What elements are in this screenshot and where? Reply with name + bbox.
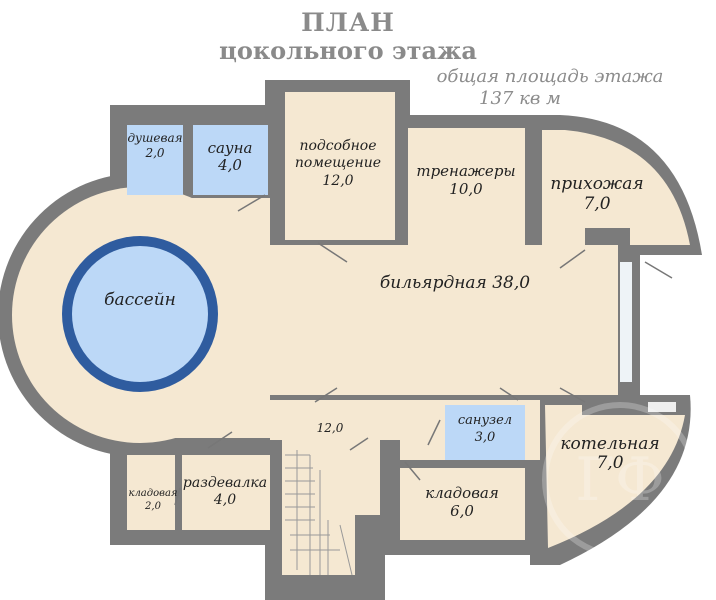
wc-area: 3,0 (475, 430, 496, 445)
gym-name: тренажеры (416, 162, 515, 180)
boiler-name: котельная (560, 434, 659, 454)
sauna-area: 4,0 (217, 156, 242, 174)
pool: бассейн (62, 236, 218, 392)
corridor-area: 12,0 (317, 421, 344, 435)
pool-label: бассейн (104, 290, 176, 310)
svg-text:ГФ: ГФ (575, 445, 665, 515)
hall-name: прихожая (550, 174, 643, 194)
doors (174, 194, 673, 506)
hall-area: 7,0 (583, 194, 610, 214)
gym-area: 10,0 (449, 180, 483, 198)
billiard-label: бильярдная 38,0 (380, 273, 530, 293)
staircase (285, 450, 353, 576)
plan-subtitle: цокольного этажа (219, 36, 477, 65)
watermark-logo: ГФ (542, 402, 698, 558)
plan-title: ПЛАН (301, 8, 395, 37)
total-area-value: 137 кв м (479, 88, 561, 109)
storage-area: 6,0 (450, 502, 474, 520)
utility-name-1: подсобное (299, 138, 376, 154)
shower-name: душевая (127, 131, 182, 145)
locker-name: раздевалка (183, 475, 267, 491)
sauna-name: сауна (208, 139, 253, 157)
utility-name-2: помещение (295, 155, 381, 171)
wc-name: санузел (458, 413, 512, 428)
storage-small-area: 2,0 (144, 501, 162, 512)
storage-name: кладовая (425, 484, 499, 502)
shower-area: 2,0 (144, 146, 164, 160)
utility-area: 12,0 (322, 173, 353, 189)
locker-area: 4,0 (213, 492, 236, 508)
storage-small-name: кладовая (128, 488, 177, 499)
boiler-area: 7,0 (596, 453, 623, 473)
total-area-label: общая площадь этажа (436, 66, 664, 87)
